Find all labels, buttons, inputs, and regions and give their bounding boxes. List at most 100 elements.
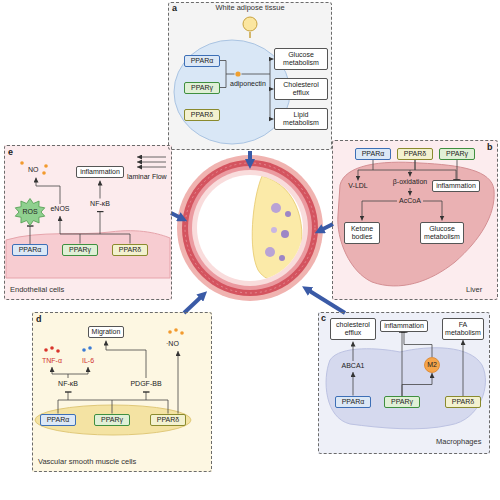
fat-cell-stem — [249, 32, 251, 38]
panel-letter: c — [321, 313, 326, 323]
receptor-box: PPARγ — [384, 396, 420, 408]
node-text: PPARδ — [119, 246, 141, 254]
node-text: inflammation — [80, 168, 120, 176]
macrophage-shape — [326, 348, 485, 429]
node-text: M2 — [427, 361, 437, 369]
foam-cell — [279, 255, 285, 261]
pathway-label: PDGF-BB — [130, 380, 161, 388]
panel-ground — [318, 312, 490, 454]
arrow-line — [410, 170, 411, 177]
pathway-label: ·NO — [166, 340, 179, 348]
node-text: PPARα — [19, 246, 42, 254]
panel-box: dVascular smooth muscle cellsMigrationPP… — [32, 312, 212, 472]
node-text: PPARα — [342, 398, 365, 406]
inhibition-connector — [30, 226, 31, 244]
inhibition-connector — [457, 160, 458, 180]
artery-endothelium — [192, 170, 308, 286]
pathway-label: NF-κB — [90, 200, 110, 208]
node-text: Lipid metabolism — [277, 111, 325, 127]
pathway-label: NF-κB — [58, 380, 78, 388]
foam-cell — [271, 203, 281, 213]
pathway-label: IL-6 — [82, 357, 94, 365]
pathway-label: laminar Flow — [127, 173, 167, 181]
pathway-label: β-oxidation — [393, 178, 427, 186]
receptor-box: PPARα — [335, 396, 371, 408]
pathway-label: TNF-α — [42, 357, 62, 365]
bracket-line — [358, 159, 415, 170]
outcome-box: Glucose metabolism — [274, 48, 328, 70]
node-text: PPARα — [47, 416, 70, 424]
no-dot — [44, 164, 48, 168]
panel-ground — [332, 140, 498, 300]
fat-cell-icon — [243, 17, 257, 31]
no-dot — [42, 171, 46, 175]
cytokine-dot — [44, 348, 48, 352]
no-dot — [20, 161, 24, 165]
ros-star: ROS — [14, 198, 46, 226]
node-text: Glucose metabolism — [277, 51, 325, 67]
node-text: PPARγ — [69, 246, 91, 254]
pathway-label: V-LDL — [348, 182, 367, 190]
outcome-box: Migration — [88, 326, 124, 338]
node-text: Cholesterol efflux — [277, 81, 325, 97]
node-text: PPARα — [191, 57, 214, 65]
receptor-box: PPARγ — [94, 414, 130, 426]
bracket-line — [220, 59, 270, 119]
arrow-line — [353, 342, 354, 362]
receptor-box: PPARγ — [62, 244, 98, 256]
star-fill — [15, 199, 44, 226]
node-text: Glucose metabolism — [423, 225, 461, 241]
node-text: FA metabolism — [445, 321, 481, 337]
inhibition-connector — [415, 160, 456, 180]
plaque — [252, 176, 302, 280]
panel-title: Macrophages — [436, 438, 481, 447]
panel-ground — [168, 2, 332, 150]
receptor-box: PPARδ — [150, 414, 186, 426]
inhibition-line — [68, 392, 69, 400]
artery-lumen — [197, 175, 303, 281]
arrow-line — [270, 59, 274, 60]
outcome-box: FA metabolism — [442, 318, 484, 340]
arrow-line — [362, 201, 397, 221]
foam-cell — [271, 227, 277, 233]
foam-cell — [285, 211, 291, 217]
arrow-line — [60, 216, 61, 234]
node-text: PPARγ — [391, 398, 413, 406]
node-text: PPARγ — [191, 84, 213, 92]
node-text: ROS — [22, 208, 37, 216]
node-text: PPARδ — [452, 398, 474, 406]
arrow-line — [353, 372, 354, 396]
panel-box: aWhite adipose tissuePPARαPPARγPPARδGluc… — [168, 2, 332, 150]
node-text: PPARδ — [191, 111, 213, 119]
pathway-label: adiponectin — [230, 80, 266, 88]
pointer-arrow — [308, 290, 345, 313]
bracket-line — [60, 234, 130, 244]
outcome-box: Ketone bodies — [344, 222, 380, 244]
node-text: PPARγ — [446, 150, 468, 158]
outcome-box: inflammation — [432, 180, 480, 192]
bracket-line — [52, 374, 168, 414]
panel-letter: e — [8, 147, 13, 157]
panel-letter: a — [172, 3, 177, 13]
foam-cell — [265, 247, 275, 257]
arrow-line — [100, 181, 101, 199]
receptor-box: PPARδ — [397, 148, 433, 160]
arrow-line — [358, 170, 359, 181]
foam-cell — [281, 230, 289, 238]
arrow-line — [36, 178, 60, 205]
node-text: inflammation — [384, 322, 424, 330]
receptor-box: PPARγ — [439, 148, 475, 160]
node-text: Migration — [92, 328, 121, 336]
outcome-box: Cholesterol efflux — [274, 78, 328, 100]
pathway-label: ABCA1 — [342, 362, 365, 370]
node-text: PPARα — [362, 150, 385, 158]
arrow-line — [270, 89, 274, 90]
pointer-arrow — [248, 151, 252, 162]
arrow-line — [178, 351, 179, 414]
cytokine-dot — [88, 346, 92, 350]
pointer-arrow — [171, 213, 181, 218]
receptor-box: PPARα — [40, 414, 76, 426]
node-text: cholesterol efflux — [333, 321, 373, 337]
cytokine-dot — [50, 346, 54, 350]
adipocyte — [174, 40, 290, 144]
